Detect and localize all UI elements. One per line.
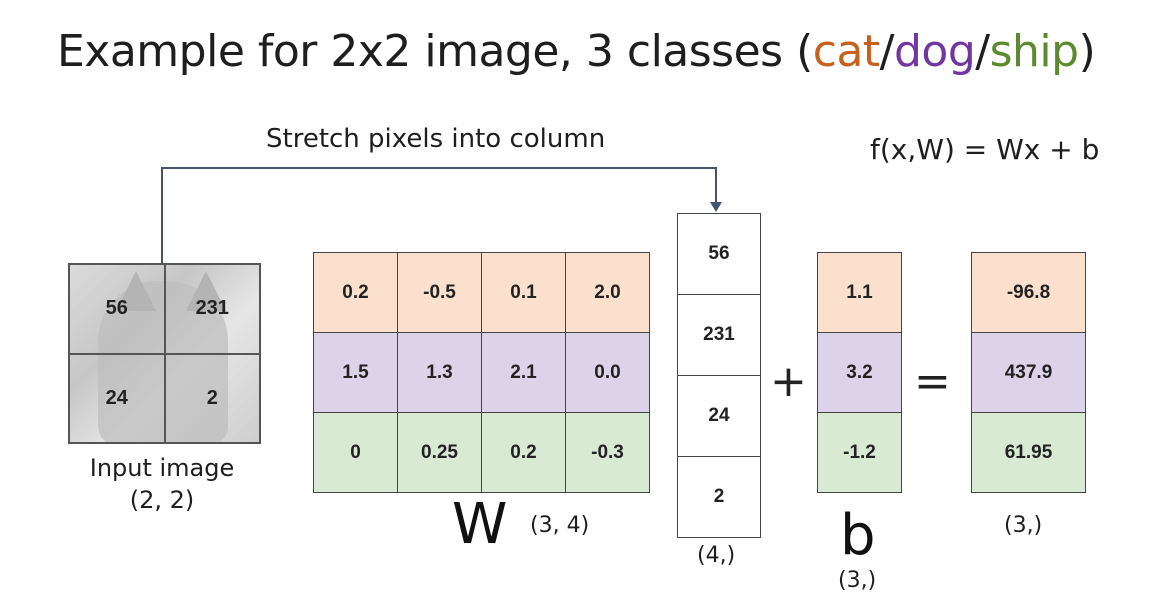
weight-label: W <box>452 492 508 557</box>
matrix-row-cat: 0.2 -0.5 0.1 2.0 <box>313 252 650 333</box>
matrix-row-ship: 0 0.25 0.2 -0.3 <box>313 412 650 493</box>
matrix-cell: 1.3 <box>397 332 482 413</box>
weight-matrix: 0.2 -0.5 0.1 2.0 1.5 1.3 2.1 0.0 0 0.25 … <box>313 252 650 493</box>
result-cell: 61.95 <box>971 412 1086 493</box>
plus-sign: + <box>770 356 807 407</box>
pixel-grid: 56 231 24 2 <box>68 263 261 444</box>
matrix-cell: 0.0 <box>565 332 650 413</box>
matrix-row-dog: 1.5 1.3 2.1 0.0 <box>313 332 650 413</box>
matrix-cell: 0.25 <box>397 412 482 493</box>
formula: f(x,W) = Wx + b <box>870 133 1100 166</box>
bias-cell: 1.1 <box>817 252 902 333</box>
title-prefix: Example for 2x2 image, 3 classes ( <box>57 26 813 77</box>
pixel-cell: 56 <box>69 264 165 354</box>
matrix-cell: 1.5 <box>313 332 398 413</box>
image-caption-line1: Input image <box>89 454 235 482</box>
matrix-cell: 2.1 <box>481 332 566 413</box>
bias-label: b <box>840 503 876 568</box>
vector-cell: 56 <box>677 213 761 295</box>
input-vector-dim: (4,) <box>697 543 736 568</box>
bias-cell: -1.2 <box>817 412 902 493</box>
matrix-cell: 0 <box>313 412 398 493</box>
result-cell: 437.9 <box>971 332 1086 413</box>
title-dog: dog <box>893 26 976 77</box>
result-dim: (3,) <box>1004 513 1043 538</box>
result-cell: -96.8 <box>971 252 1086 333</box>
input-vector: 56 231 24 2 <box>677 213 761 538</box>
vector-cell: 231 <box>677 294 761 376</box>
pixel-cell: 231 <box>164 264 260 354</box>
stretch-label: Stretch pixels into column <box>266 124 606 154</box>
matrix-cell: 0.1 <box>481 252 566 333</box>
bias-cell: 3.2 <box>817 332 902 413</box>
cat-ear-right <box>186 271 226 311</box>
image-caption: Input image (2, 2) <box>72 454 252 514</box>
matrix-cell: -0.3 <box>565 412 650 493</box>
equals-sign: = <box>914 356 951 407</box>
title-slash-2: / <box>975 26 990 77</box>
matrix-cell: 0.2 <box>313 252 398 333</box>
matrix-cell: 2.0 <box>565 252 650 333</box>
image-caption-line2: (2, 2) <box>129 486 195 514</box>
matrix-cell: -0.5 <box>397 252 482 333</box>
weight-dim: (3, 4) <box>530 513 590 538</box>
input-image: 56 231 24 2 <box>68 263 261 444</box>
vector-cell: 24 <box>677 375 761 457</box>
title-ship: ship <box>989 26 1079 77</box>
slide-title: Example for 2x2 image, 3 classes (cat/do… <box>57 26 1096 77</box>
pixel-cell: 24 <box>69 353 165 443</box>
vector-cell: 2 <box>677 456 761 538</box>
cat-ear-left <box>116 271 156 311</box>
title-suffix: ) <box>1078 26 1096 77</box>
result-vector: -96.8 437.9 61.95 <box>971 252 1086 493</box>
title-slash-1: / <box>879 26 895 77</box>
bias-dim: (3,) <box>838 568 877 593</box>
bias-vector: 1.1 3.2 -1.2 <box>817 252 902 493</box>
title-cat: cat <box>812 26 880 77</box>
pixel-cell: 2 <box>164 353 260 443</box>
matrix-cell: 0.2 <box>481 412 566 493</box>
